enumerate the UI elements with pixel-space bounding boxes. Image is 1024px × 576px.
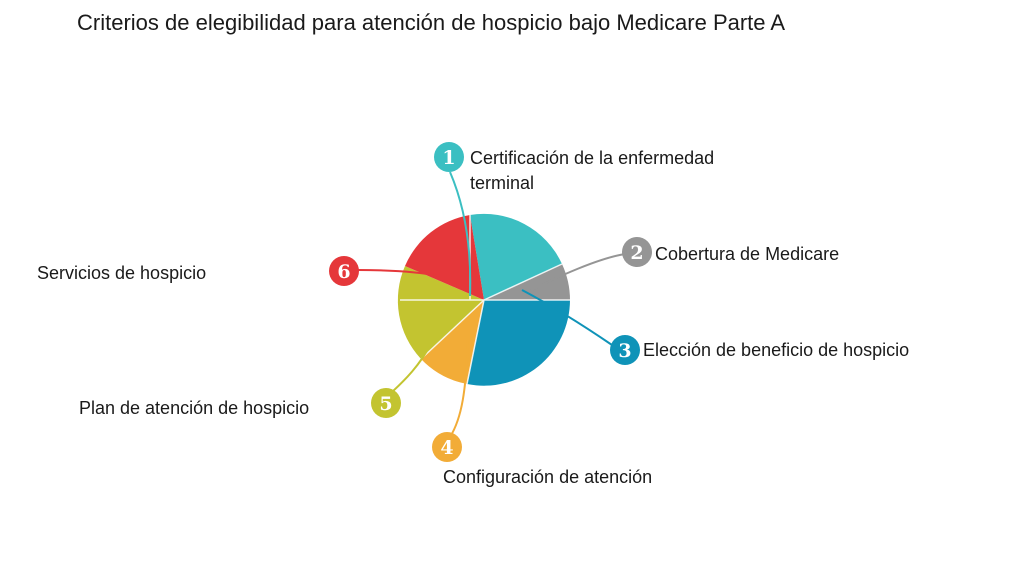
marker-1: 1 xyxy=(434,142,464,172)
label-cobertura: Cobertura de Medicare xyxy=(655,244,840,264)
connector-1 xyxy=(449,171,472,297)
marker-6-number: 6 xyxy=(337,261,350,283)
sector-4 xyxy=(421,300,484,384)
marker-4-number: 4 xyxy=(440,437,453,459)
label-servicios: Servicios de hospicio xyxy=(37,263,207,283)
marker-6: 6 xyxy=(329,256,359,286)
sector-6 xyxy=(405,215,484,300)
marker-1-number: 1 xyxy=(442,147,455,169)
connector-4 xyxy=(449,339,469,438)
diagram-title: Criterios de elegibilidad para atención … xyxy=(77,10,786,35)
label-eleccion: Elección de beneficio de hospicio xyxy=(643,340,910,360)
marker-3-number: 3 xyxy=(618,340,631,362)
connector-6 xyxy=(357,269,441,277)
marker-2: 2 xyxy=(622,237,652,267)
sector-3 xyxy=(467,300,570,386)
marker-5-number: 5 xyxy=(379,393,392,415)
marker-5: 5 xyxy=(371,388,401,418)
sector-5 xyxy=(397,266,484,359)
label-configuracion: Configuración de atención xyxy=(443,467,653,487)
sector-2 xyxy=(484,264,570,300)
sector-1 xyxy=(470,213,562,300)
label-certificacion: Certificación de la enfermedad terminal xyxy=(470,148,715,193)
marker-2-number: 2 xyxy=(630,242,643,264)
connector-2 xyxy=(519,253,626,297)
label-plan: Plan de atención de hospicio xyxy=(79,398,310,418)
connector-5 xyxy=(391,344,431,393)
connector-3 xyxy=(521,289,613,346)
marker-3: 3 xyxy=(610,335,640,365)
marker-4: 4 xyxy=(432,432,462,462)
